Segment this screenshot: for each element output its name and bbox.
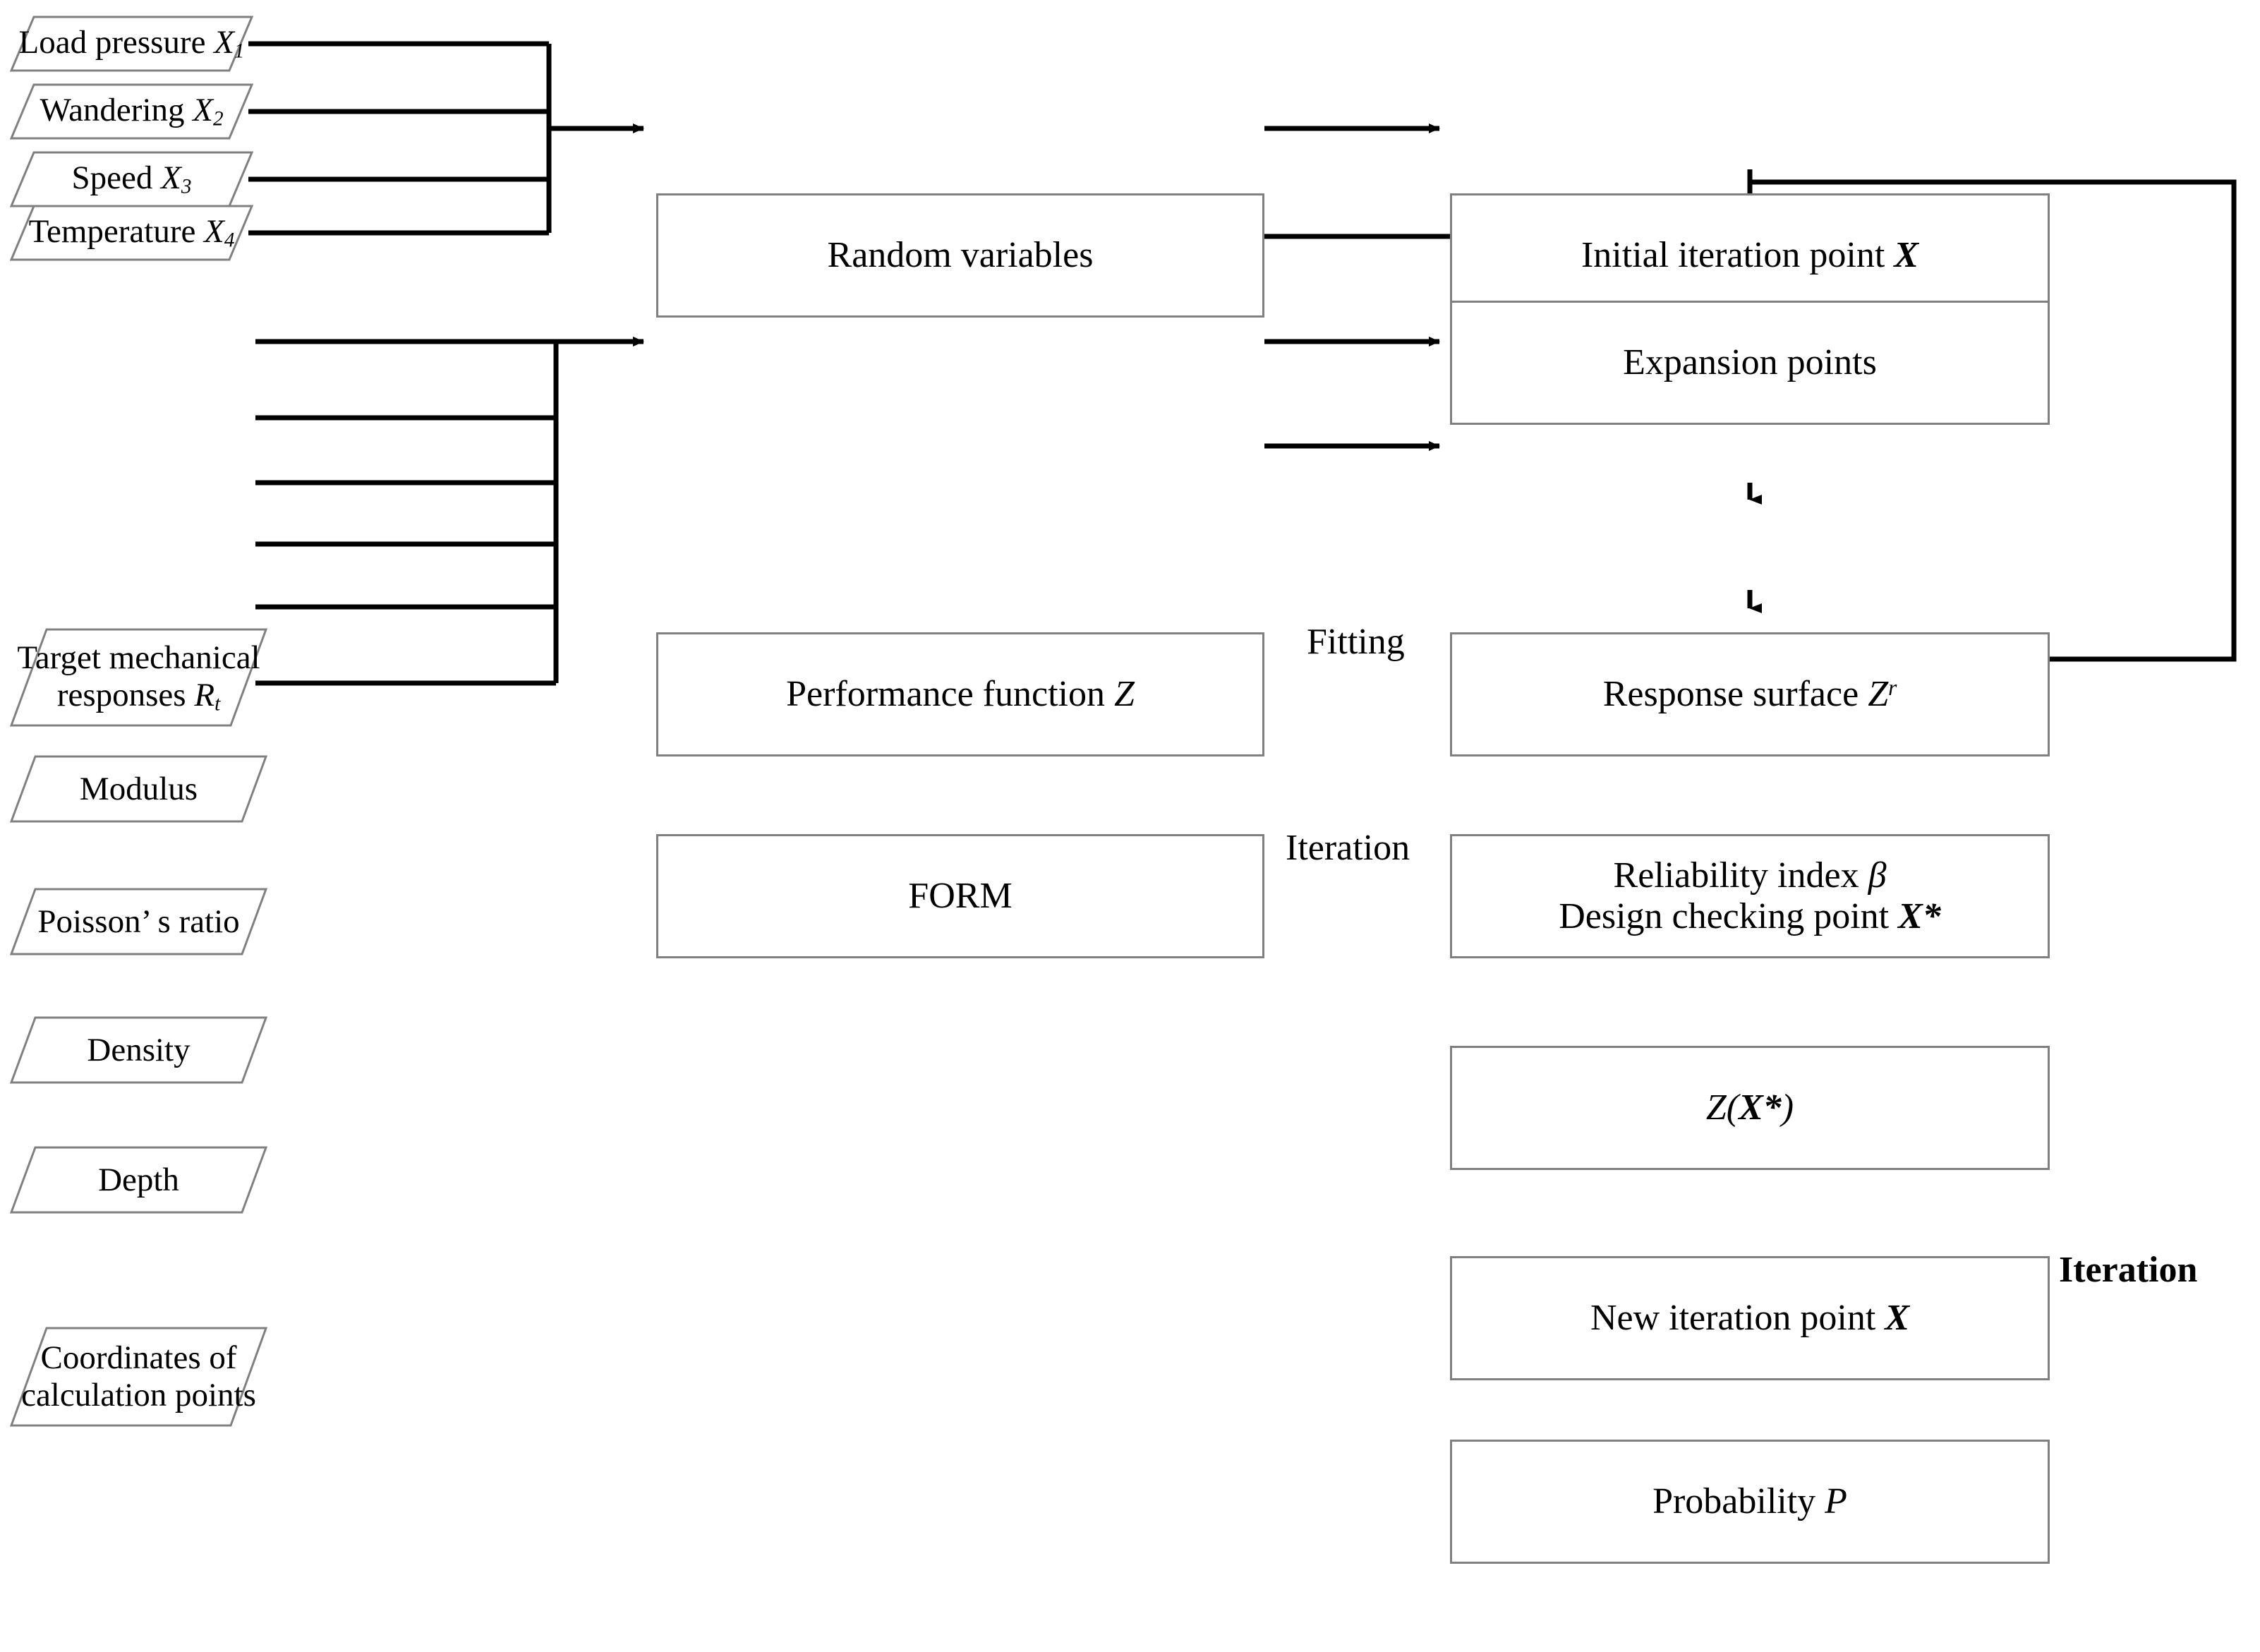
box-label: Response surface Zr (1602, 673, 1897, 714)
input-coordinates-of-calculation-points[interactable]: Coordinates of calculation points (10, 1327, 267, 1427)
input-load-pressure[interactable]: Load pressure X1 (10, 16, 253, 72)
box-label: Random variables (827, 234, 1094, 275)
box-expansion-points[interactable]: Expansion points (1450, 301, 2050, 425)
input-speed[interactable]: Speed X3 (10, 151, 253, 207)
input-label: Modulus (79, 770, 198, 807)
parallelogram-shape (10, 1146, 267, 1214)
parallelogram-shape (10, 755, 267, 823)
edge-label-fitting: Fitting (1307, 622, 1405, 662)
input-label: Wandering X2 (40, 92, 224, 131)
parallelogram-shape (10, 16, 253, 72)
box-response-surface[interactable]: Response surface Zr (1450, 632, 2050, 756)
parallelogram-shape (10, 1016, 267, 1084)
input-wandering[interactable]: Wandering X2 (10, 83, 253, 140)
box-initial-iteration-point[interactable]: Initial iteration point X (1450, 193, 2050, 318)
edge-label-iteration-loop: Iteration (2059, 1250, 2198, 1290)
box-reliability-index[interactable]: Reliability index β Design checking poin… (1450, 834, 2050, 958)
box-label: FORM (908, 875, 1013, 916)
parallelogram-shape (10, 628, 267, 727)
box-label: Z(X*) (1705, 1087, 1794, 1128)
parallelogram-shape (10, 888, 267, 955)
input-target-mechanical-responses[interactable]: Target mechanical responses Rt (10, 628, 267, 727)
parallelogram-shape (10, 1327, 267, 1427)
input-depth[interactable]: Depth (10, 1146, 267, 1214)
wire-bottom-inputs-bus (255, 339, 559, 686)
input-label: Depth (98, 1161, 179, 1198)
box-label: Initial iteration point X (1581, 234, 1919, 275)
input-label: Coordinates of calculation points (21, 1339, 256, 1413)
input-label: Speed X3 (71, 159, 192, 198)
input-modulus[interactable]: Modulus (10, 755, 267, 823)
box-new-iteration-point[interactable]: New iteration point X (1450, 1256, 2050, 1380)
input-label: Target mechanical responses Rt (17, 639, 260, 716)
input-density[interactable]: Density (10, 1016, 267, 1084)
box-performance-function[interactable]: Performance function Z (656, 632, 1264, 756)
input-label: Density (87, 1031, 191, 1068)
wire-top-inputs-bus (248, 41, 552, 236)
box-probability[interactable]: Probability P (1450, 1440, 2050, 1564)
parallelogram-shape (10, 83, 253, 140)
input-poissons-ratio[interactable]: Poisson’ s ratio (10, 888, 267, 955)
box-label: Expansion points (1623, 342, 1877, 382)
box-label: Probability P (1652, 1481, 1847, 1521)
box-random-variables[interactable]: Random variables (656, 193, 1264, 318)
box-z-of-x-star[interactable]: Z(X*) (1450, 1046, 2050, 1170)
input-label: Temperature X4 (28, 213, 235, 252)
input-label: Poisson’ s ratio (37, 903, 240, 940)
wire-iteration-feedback-loop (1750, 179, 2237, 662)
parallelogram-shape (10, 205, 253, 261)
box-label: Performance function Z (786, 673, 1135, 714)
box-label: Reliability index β Design checking poin… (1559, 855, 1941, 936)
box-label: New iteration point X (1590, 1297, 1910, 1338)
box-form[interactable]: FORM (656, 834, 1264, 958)
input-temperature[interactable]: Temperature X4 (10, 205, 253, 261)
edge-label-iteration-form: Iteration (1286, 828, 1410, 868)
input-label: Load pressure X1 (18, 24, 245, 63)
